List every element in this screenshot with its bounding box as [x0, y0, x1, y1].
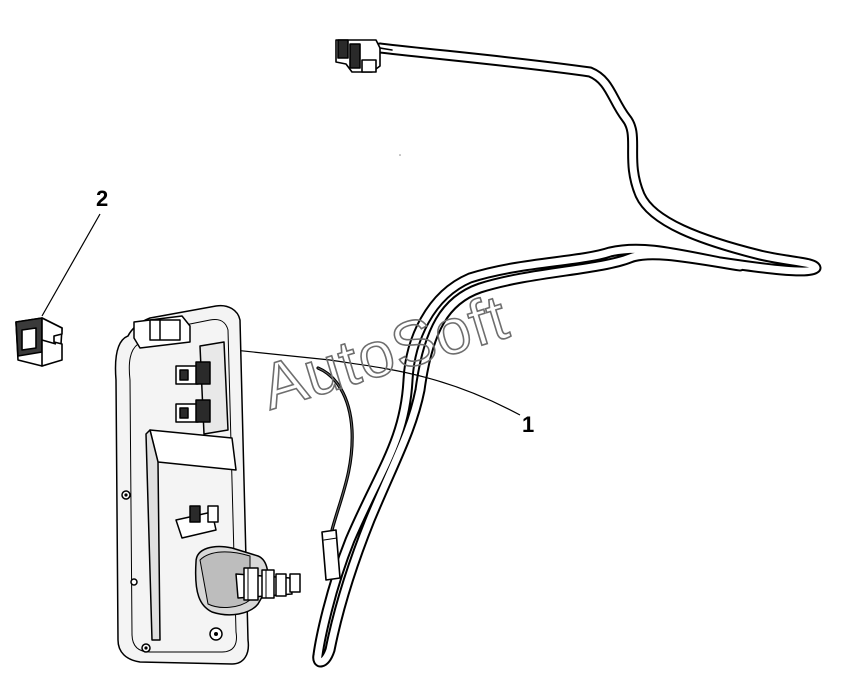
watermark-text: AutoSoft — [253, 280, 516, 423]
cable-connector — [335, 39, 393, 73]
cable-core — [314, 44, 820, 666]
lamp-housing — [114, 304, 301, 665]
cable-harness — [312, 39, 822, 668]
callout-2: 2 — [96, 186, 108, 211]
fuse — [15, 317, 63, 367]
bulb-stem — [235, 567, 301, 601]
leader-2 — [41, 213, 101, 317]
callout-1: 1 — [522, 412, 534, 437]
sensor-sleeve — [321, 529, 341, 581]
terminal-lower — [175, 399, 211, 423]
terminal-upper — [175, 361, 211, 385]
